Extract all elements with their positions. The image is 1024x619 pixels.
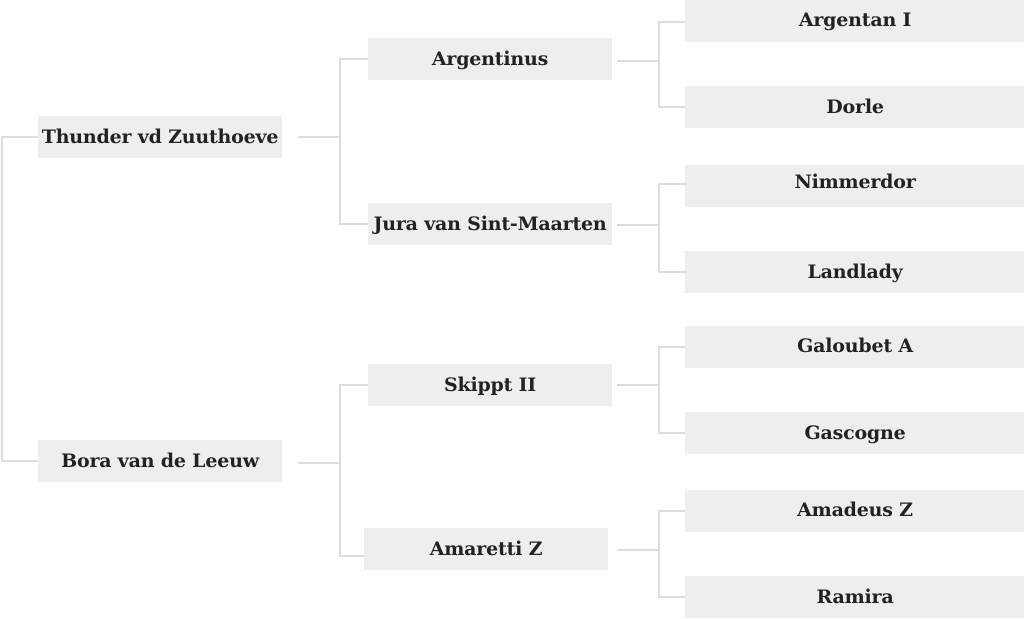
dam-dam-sire-node: Amadeus Z: [685, 490, 1024, 532]
dam-sire-sire-node: Galoubet A: [685, 326, 1024, 368]
connector-sd-bracket: [658, 183, 685, 273]
connector-root: [1, 136, 38, 462]
connector-dd-bracket: [658, 510, 685, 598]
connector-dam-bracket: [339, 384, 368, 557]
dam-sire-dam-node: Gascogne: [685, 412, 1024, 454]
sire-dam-dam-node: Landlady: [685, 251, 1024, 293]
connector-sire-bracket: [339, 58, 368, 225]
dam-sire-node: Skippt II: [368, 364, 612, 406]
dam-node: Bora van de Leeuw: [38, 440, 282, 482]
sire-sire-sire-node: Argentan I: [685, 0, 1024, 42]
connector-ds-bracket: [658, 346, 685, 434]
sire-dam-node: Jura van Sint-Maarten: [368, 203, 612, 245]
dam-dam-dam-node: Ramira: [685, 576, 1024, 618]
sire-sire-node: Argentinus: [368, 38, 612, 80]
connector-ss-bracket: [658, 21, 685, 108]
dam-dam-node: Amaretti Z: [364, 528, 608, 570]
sire-sire-dam-node: Dorle: [685, 86, 1024, 128]
sire-node: Thunder vd Zuuthoeve: [38, 116, 282, 158]
sire-dam-sire-node: Nimmerdor: [685, 165, 1024, 207]
